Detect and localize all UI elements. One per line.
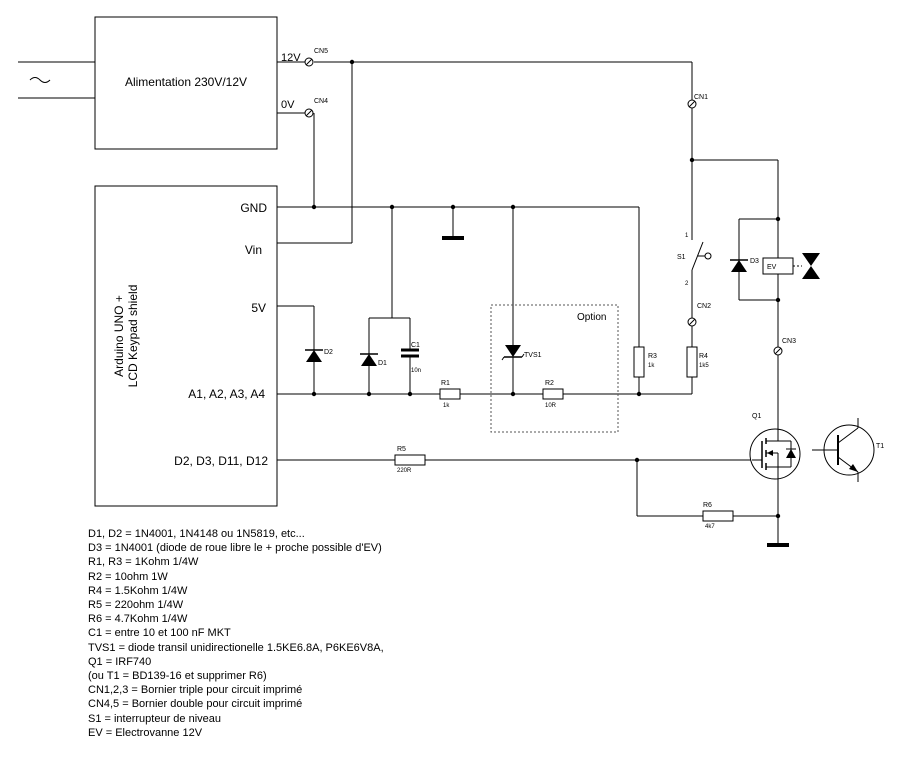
option-area <box>490 304 619 433</box>
cn2-label: CN2 <box>697 303 711 310</box>
pin-digital-label: D2, D3, D11, D12 <box>174 454 268 468</box>
junction-dots <box>311 59 781 519</box>
resistor-r5 <box>394 454 426 466</box>
s1-pin1-label: 1 <box>685 233 689 239</box>
bom-item: R5 = 220ohm 1/4W <box>88 599 184 612</box>
ev-label: EV <box>767 264 777 271</box>
bom-item: CN1,2,3 = Bornier triple pour circuit im… <box>88 684 303 697</box>
d1-label: D1 <box>378 360 387 367</box>
tvs-diode-tvs1 <box>501 345 525 361</box>
power-supply-label: Alimentation 230V/12V <box>125 75 247 89</box>
capacitor-c1 <box>401 348 419 358</box>
resistor-r4 <box>686 346 698 378</box>
r2-label: R2 <box>545 380 554 387</box>
bom-item: R6 = 4.7Kohm 1/4W <box>88 613 188 626</box>
pin-vin-label: Vin <box>245 243 262 257</box>
connector-cn5 <box>304 57 314 67</box>
pin-gnd-label: GND <box>240 201 267 215</box>
r1-value: 1k <box>443 403 450 409</box>
c1-label: C1 <box>411 342 420 349</box>
r5-label: R5 <box>397 446 406 453</box>
t1-label: T1 <box>876 443 884 450</box>
bom-item: S1 = interrupteur de niveau <box>88 712 222 725</box>
bom-item: R2 = 10ohm 1W <box>88 570 168 583</box>
bom-item: CN4,5 = Bornier double pour circuit impr… <box>88 698 303 711</box>
tvs1-label: TVS1 <box>524 352 542 359</box>
d2-label: D2 <box>324 349 333 356</box>
cn5-label: CN5 <box>314 48 328 55</box>
ac-input-symbol <box>18 61 95 99</box>
connector-cn3 <box>773 346 783 356</box>
arduino-label-line1: Arduino UNO + <box>112 295 126 377</box>
resistor-r1 <box>439 388 461 400</box>
resistor-r6 <box>702 510 734 522</box>
bom-item: Q1 = IRF740 <box>88 655 152 668</box>
cn4-label: CN4 <box>314 98 328 105</box>
d3-label: D3 <box>750 258 759 265</box>
option-label: Option <box>577 312 606 323</box>
resistor-r2 <box>542 388 564 400</box>
connector-cn1 <box>687 99 697 109</box>
bom-item: (ou T1 = BD139-16 et supprimer R6) <box>88 670 267 683</box>
s1-label: S1 <box>677 254 686 261</box>
diode-d3 <box>730 259 748 272</box>
bom-item: D3 = 1N4001 (diode de roue libre le + pr… <box>88 542 382 555</box>
bom-item: C1 = entre 10 et 100 nF MKT <box>88 627 231 640</box>
bom-item: EV = Electrovanne 12V <box>88 726 203 739</box>
bom-item: D1, D2 = 1N4001, 1N4148 ou 1N5819, etc..… <box>88 528 305 540</box>
pin-12v-label: 12V <box>281 52 301 64</box>
bom-item: R1, R3 = 1Kohm 1/4W <box>88 556 199 569</box>
power-supply-block <box>94 16 278 150</box>
q1-label: Q1 <box>752 413 761 420</box>
r6-label: R6 <box>703 502 712 509</box>
r2-value: 10R <box>545 403 557 409</box>
switch-s1 <box>691 218 712 290</box>
cn3-label: CN3 <box>782 338 796 345</box>
pin-analog-label: A1, A2, A3, A4 <box>188 387 265 401</box>
pin-0v-label: 0V <box>281 99 295 111</box>
r3-label: R3 <box>648 353 657 360</box>
arduino-label-line2: LCD Keypad shield <box>126 285 140 388</box>
diode-d1 <box>360 353 378 366</box>
transistor-t1 <box>812 418 875 482</box>
valve-symbol <box>802 253 820 279</box>
connector-cn4 <box>304 108 314 118</box>
arduino-block <box>94 185 278 507</box>
c1-value: 10n <box>411 368 421 374</box>
r4-value: 1k5 <box>699 363 709 369</box>
s1-pin2-label: 2 <box>685 281 689 287</box>
r4-label: R4 <box>699 353 708 360</box>
r1-label: R1 <box>441 380 450 387</box>
connector-cn2 <box>687 317 697 327</box>
mosfet-q1 <box>749 424 801 484</box>
r5-value: 220R <box>397 468 412 474</box>
bom-item: R4 = 1.5Kohm 1/4W <box>88 584 188 597</box>
bill-of-materials: D1, D2 = 1N4001, 1N4148 ou 1N5819, etc..… <box>88 527 384 740</box>
diode-d2 <box>305 349 323 362</box>
bom-item: TVS1 = diode transil unidirectionelle 1.… <box>88 641 384 654</box>
wires <box>277 61 789 547</box>
r6-value: 4k7 <box>705 524 715 530</box>
resistor-r3 <box>633 346 645 378</box>
r3-value: 1k <box>648 363 655 369</box>
cn1-label: CN1 <box>694 94 708 101</box>
pin-5v-label: 5V <box>251 301 266 315</box>
